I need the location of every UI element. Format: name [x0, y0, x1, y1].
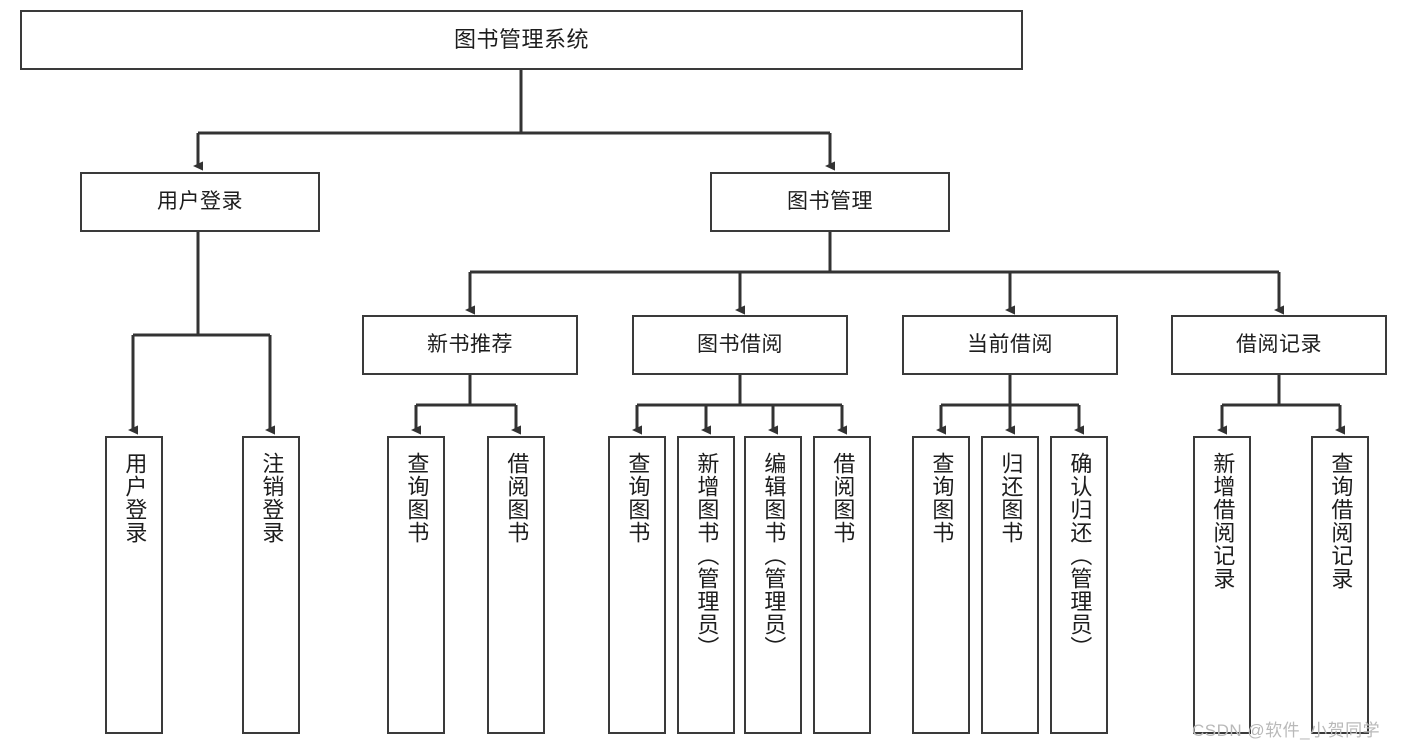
node-label: 编辑图书（管理员）: [761, 452, 787, 659]
node-book-borrow[interactable]: 图书借阅: [632, 315, 848, 375]
leaf-book-borrow-edit-book-admin[interactable]: 编辑图书（管理员）: [744, 436, 802, 734]
node-label: 归还图书: [998, 452, 1024, 544]
leaf-new-book-query-book[interactable]: 查询图书: [387, 436, 445, 734]
leaf-book-borrow-borrow-book[interactable]: 借阅图书: [813, 436, 871, 734]
node-label: 查询图书: [929, 452, 955, 544]
node-label: 借阅图书: [830, 452, 856, 544]
leaf-borrow-record-query-record[interactable]: 查询借阅记录: [1311, 436, 1369, 734]
leaf-current-borrow-return-book[interactable]: 归还图书: [981, 436, 1039, 734]
node-label: 用户登录: [122, 452, 148, 544]
node-label: 查询图书: [625, 452, 651, 544]
node-label: 新书推荐: [427, 333, 513, 357]
node-current-borrow[interactable]: 当前借阅: [902, 315, 1118, 375]
node-label: 图书管理系统: [453, 26, 589, 52]
leaf-current-borrow-query-book[interactable]: 查询图书: [912, 436, 970, 734]
node-label: 新增借阅记录: [1210, 452, 1236, 590]
node-label: 查询借阅记录: [1328, 452, 1354, 590]
node-label: 新增图书（管理员）: [694, 452, 720, 659]
leaf-user-login-login[interactable]: 用户登录: [105, 436, 163, 734]
node-label: 借阅图书: [504, 452, 530, 544]
leaf-current-borrow-confirm-return-admin[interactable]: 确认归还（管理员）: [1050, 436, 1108, 734]
node-label: 当前借阅: [967, 333, 1053, 357]
node-new-book-recommend[interactable]: 新书推荐: [362, 315, 578, 375]
node-label: 确认归还（管理员）: [1067, 452, 1093, 659]
leaf-book-borrow-query-book[interactable]: 查询图书: [608, 436, 666, 734]
leaf-new-book-borrow-book[interactable]: 借阅图书: [487, 436, 545, 734]
node-root-book-management-system[interactable]: 图书管理系统: [20, 10, 1023, 70]
node-label: 图书管理: [787, 190, 873, 214]
watermark-text: CSDN @软件_小贺同学: [1192, 721, 1381, 740]
leaf-user-login-logout[interactable]: 注销登录: [242, 436, 300, 734]
node-label: 用户登录: [157, 190, 243, 214]
node-user-login[interactable]: 用户登录: [80, 172, 320, 232]
node-label: 借阅记录: [1236, 333, 1322, 357]
node-book-management[interactable]: 图书管理: [710, 172, 950, 232]
node-label: 注销登录: [259, 452, 285, 544]
node-label: 图书借阅: [697, 333, 783, 357]
node-label: 查询图书: [404, 452, 430, 544]
leaf-borrow-record-add-record[interactable]: 新增借阅记录: [1193, 436, 1251, 734]
leaf-book-borrow-add-book-admin[interactable]: 新增图书（管理员）: [677, 436, 735, 734]
node-borrow-record[interactable]: 借阅记录: [1171, 315, 1387, 375]
